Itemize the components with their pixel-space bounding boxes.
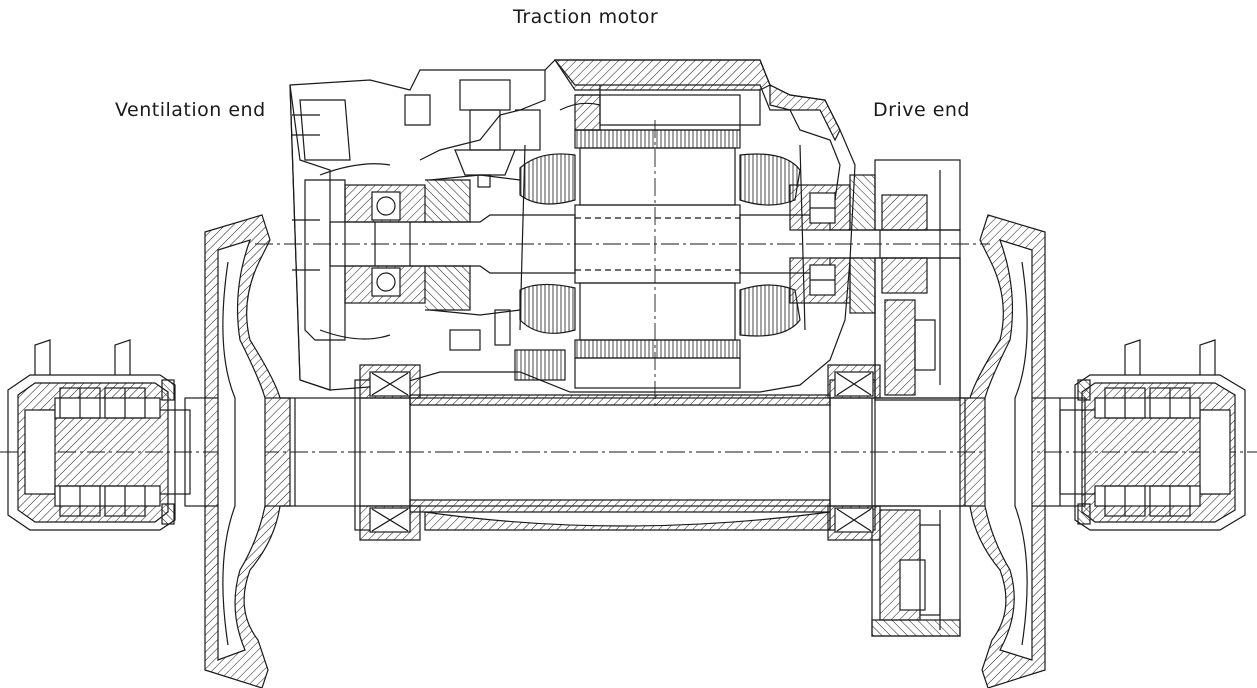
rotor-core bbox=[574, 147, 741, 341]
drive-end-bearing bbox=[789, 174, 876, 314]
stator-winding-ends bbox=[519, 144, 806, 337]
right-axle-box bbox=[1074, 339, 1246, 531]
gear-case bbox=[871, 159, 961, 637]
ventilation-end-bearing bbox=[344, 174, 521, 316]
left-wheel bbox=[204, 214, 291, 688]
stator bbox=[574, 94, 741, 389]
axle-suspension-bearings bbox=[359, 364, 881, 541]
left-axle-box bbox=[7, 339, 176, 531]
drive-end-label: Drive end bbox=[873, 99, 970, 121]
terminal-box-detail bbox=[449, 309, 566, 381]
motor-housing bbox=[289, 59, 856, 393]
right-wheel bbox=[959, 214, 1046, 688]
traction-motor-label: Traction motor bbox=[513, 6, 659, 28]
ventilation-end-label: Ventilation end bbox=[115, 99, 266, 121]
hollow-shaft bbox=[354, 379, 876, 531]
